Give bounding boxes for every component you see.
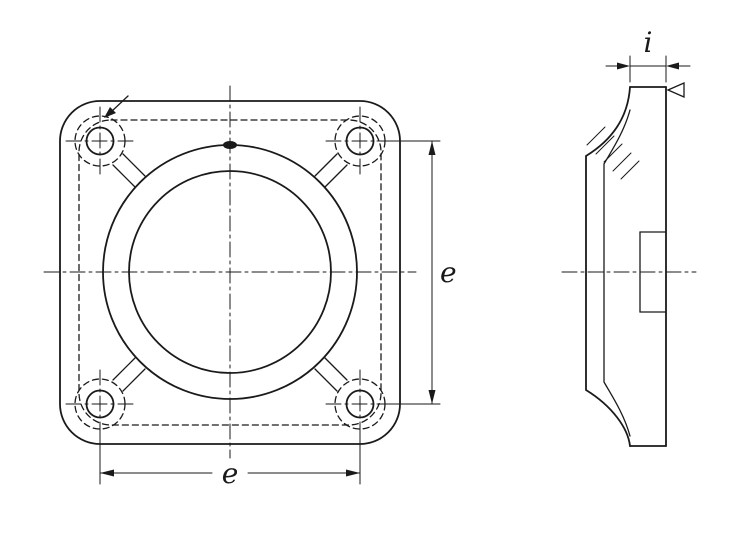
fillet-hatching — [586, 126, 640, 180]
arrowhead-right — [617, 62, 630, 70]
surface-finish-triangle — [666, 82, 685, 98]
dimension-e-horizontal: e — [99, 427, 361, 490]
front-view: e e — [43, 85, 457, 490]
centerlines — [43, 85, 417, 459]
side-inner-contour — [603, 109, 631, 437]
dim-label-e-vertical: e — [440, 256, 457, 289]
side-outer-silhouette — [585, 86, 631, 447]
bolt-hole-top-left — [65, 106, 135, 176]
arrowhead-left — [100, 469, 114, 477]
dimension-e-vertical: e — [376, 140, 457, 405]
side-view: i — [561, 26, 697, 447]
bolt-hole-bottom-left — [65, 369, 135, 439]
arrowhead-up — [428, 141, 436, 155]
dim-label-e-horizontal: e — [222, 457, 239, 490]
arrowhead-right — [346, 469, 360, 477]
cast-arrow-mark — [104, 95, 129, 118]
arrowhead-down — [428, 390, 436, 404]
corner-gusset-lines — [112, 153, 348, 392]
dim-label-i: i — [644, 26, 653, 59]
dimension-i: i — [605, 26, 691, 83]
arrowhead-left — [666, 62, 679, 70]
